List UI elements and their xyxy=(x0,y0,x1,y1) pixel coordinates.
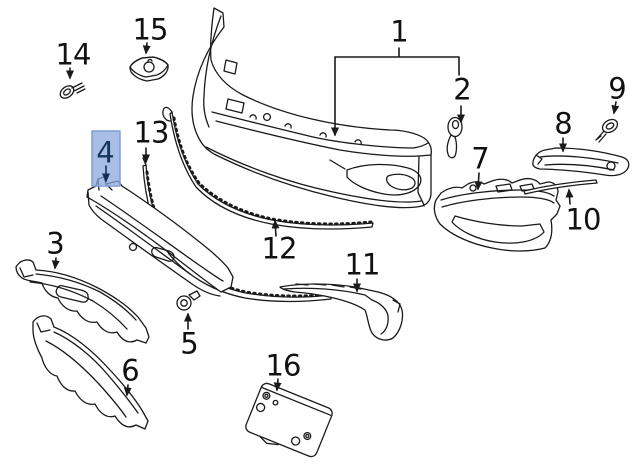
part-2-rivet-clip xyxy=(447,118,462,158)
leader-9-arrow xyxy=(611,102,620,115)
part-9-screw xyxy=(596,117,620,142)
leader-15-arrow xyxy=(142,43,151,55)
part-11-corner-spoiler xyxy=(280,284,403,340)
leader-10-arrow xyxy=(565,188,574,204)
part-3-absorber-upper xyxy=(16,260,149,343)
leader-3-arrow xyxy=(51,258,60,270)
callout-4-highlighted[interactable]: 4 xyxy=(96,135,114,170)
callout-5[interactable]: 5 xyxy=(180,326,198,361)
leader-7-arrow xyxy=(474,173,483,191)
part-12-lower-strip xyxy=(163,107,373,229)
part-1-bumper-cover xyxy=(192,8,431,208)
callout-11[interactable]: 11 xyxy=(344,247,381,282)
part-5-clip xyxy=(177,291,200,310)
part-7-fog-lamp-assembly xyxy=(434,179,560,251)
part-16-license-bracket xyxy=(243,382,334,462)
callout-10[interactable]: 10 xyxy=(565,202,602,237)
leader-1 xyxy=(335,48,459,75)
part-14-screw xyxy=(58,83,85,101)
part-4-reinforcement xyxy=(87,177,233,296)
callout-1[interactable]: 1 xyxy=(390,14,408,49)
part-8-trim-molding xyxy=(533,148,629,176)
callout-16[interactable]: 16 xyxy=(265,348,302,383)
callout-8[interactable]: 8 xyxy=(554,106,572,141)
part-10-molding-strip xyxy=(524,180,597,194)
leader-6-arrow xyxy=(123,385,132,397)
part-6-absorber-lower xyxy=(33,316,148,429)
callout-7[interactable]: 7 xyxy=(471,141,489,176)
callout-9[interactable]: 9 xyxy=(608,71,626,106)
callout-14[interactable]: 14 xyxy=(55,37,92,72)
callout-13[interactable]: 13 xyxy=(133,115,170,150)
leader-16-arrow xyxy=(273,379,282,392)
callout-6[interactable]: 6 xyxy=(121,353,139,388)
leader-lines xyxy=(51,43,620,397)
leader-12-arrow xyxy=(271,219,280,236)
callout-12[interactable]: 12 xyxy=(261,231,298,266)
callout-15[interactable]: 15 xyxy=(132,12,169,47)
callout-3[interactable]: 3 xyxy=(46,226,64,261)
part-15-clip-nut xyxy=(130,57,168,81)
callout-2[interactable]: 2 xyxy=(453,72,471,107)
